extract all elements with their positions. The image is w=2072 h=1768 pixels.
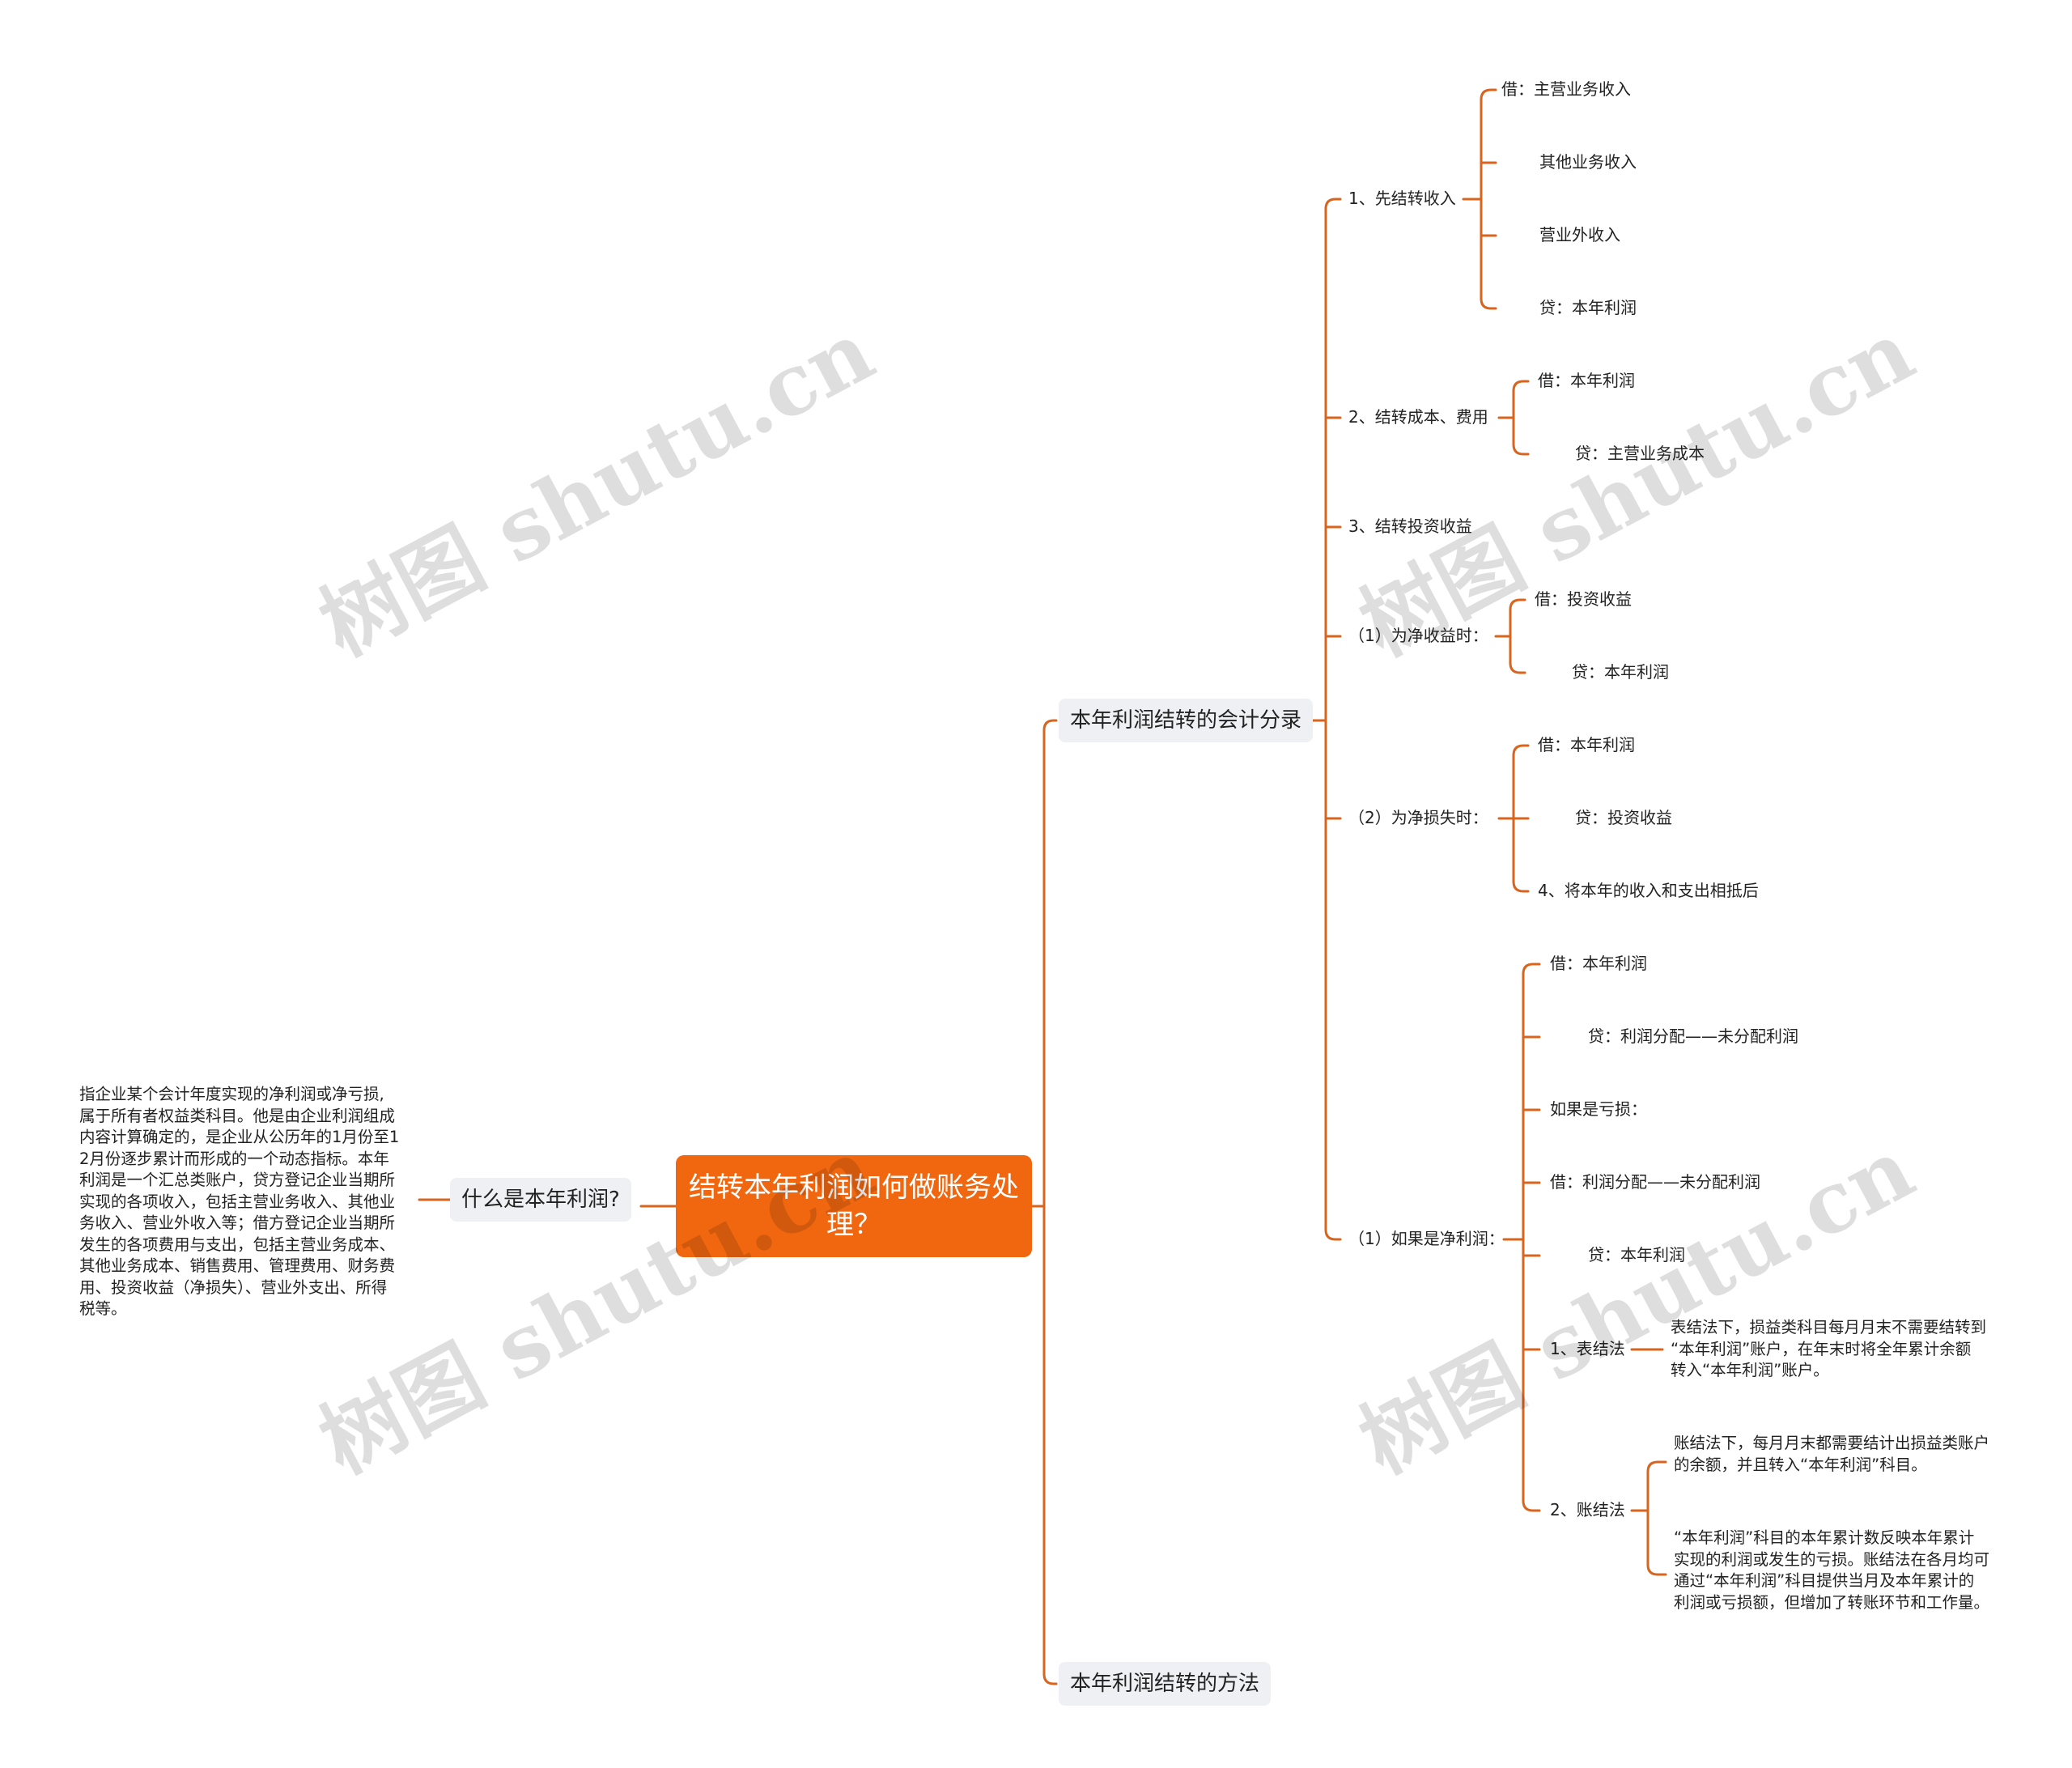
node-credit-profit[interactable]: 贷：本年利润 xyxy=(1539,298,1637,317)
node-transfer-investment[interactable]: 3、结转投资收益 xyxy=(1348,516,1472,536)
topic-transfer-methods[interactable]: 本年利润结转的方法 xyxy=(1059,1662,1272,1706)
node-credit-profit-3[interactable]: 贷：本年利润 xyxy=(1588,1245,1685,1264)
desc-line: 利润或亏损额，但增加了转账环节和工作量。 xyxy=(1674,1592,1990,1612)
node-credit-investment-income[interactable]: 贷：投资收益 xyxy=(1575,808,1672,827)
connector-line xyxy=(1324,1228,1342,1241)
node-credit-undistributed[interactable]: 贷：利润分配——未分配利润 xyxy=(1588,1026,1798,1046)
desc-line: 务收入、营业外收入等；借方登记企业当期所 xyxy=(79,1213,396,1232)
desc-line: 通过“本年利润”科目提供当月及本年累计的 xyxy=(1674,1571,1975,1590)
desc-line: “本年利润”科目的本年累计数反映本年累计 xyxy=(1674,1528,1975,1547)
node-debit-profit-3[interactable]: 借：本年利润 xyxy=(1550,954,1647,973)
node-account-method-description-1[interactable]: 账结法下，每月月末都需要结计出损益类账户 的余额，并且转入“本年利润”科目。 xyxy=(1674,1433,2014,1476)
desc-line: “本年利润”账户，在年末时将全年累计余额 xyxy=(1671,1339,1972,1358)
connector-line xyxy=(1324,198,1342,210)
node-if-loss[interactable]: 如果是亏损： xyxy=(1550,1099,1647,1119)
desc-line: 的余额，并且转入“本年利润”科目。 xyxy=(1674,1455,1927,1474)
topic-accounting-entries[interactable]: 本年利润结转的会计分录 xyxy=(1059,699,1314,742)
connector-line xyxy=(1042,719,1058,732)
desc-line: 内容计算确定的，是企业从公历年的1月份至1 xyxy=(79,1128,400,1146)
topic-what-is-profit-label: 什么是本年利润? xyxy=(461,1188,620,1212)
topic-what-is-profit[interactable]: 什么是本年利润? xyxy=(450,1178,631,1222)
connector-line xyxy=(1512,744,1530,757)
connector-line xyxy=(1512,880,1530,893)
desc-line: 转入“本年利润”账户。 xyxy=(1671,1361,1829,1379)
connector-line xyxy=(1646,1563,1667,1576)
node-table-method[interactable]: 1、表结法 xyxy=(1550,1339,1625,1358)
node-debit-profit-2[interactable]: 借：本年利润 xyxy=(1538,735,1635,754)
desc-line: 实现的各项收入，包括主营业务收入、其他业 xyxy=(79,1192,396,1211)
connector-line xyxy=(1522,1499,1541,1512)
topic-transfer-methods-label: 本年利润结转的方法 xyxy=(1070,1672,1260,1696)
desc-line: 表结法下，损益类科目每月月末不需要结转到 xyxy=(1671,1318,1987,1337)
connector-line xyxy=(1509,598,1526,611)
node-other-income[interactable]: 其他业务收入 xyxy=(1539,152,1637,172)
desc-line: 利润是一个汇总类账户，贷方登记企业当期所 xyxy=(79,1171,396,1189)
node-net-gain[interactable]: （1）为净收益时： xyxy=(1348,626,1488,645)
connector-line xyxy=(1509,661,1526,674)
node-net-loss[interactable]: （2）为净损失时： xyxy=(1348,808,1488,827)
connector-line xyxy=(1480,88,1497,101)
topic-what-is-profit-description[interactable]: 指企业某个会计年度实现的净利润或净亏损, 属于所有者权益类科目。他是由企业利润组… xyxy=(79,1084,419,1320)
connector-line xyxy=(1646,1460,1667,1473)
connector-line xyxy=(1512,443,1530,456)
node-net-profit[interactable]: （1）如果是净利润： xyxy=(1348,1229,1505,1248)
connector-line xyxy=(1512,380,1530,393)
node-transfer-income[interactable]: 1、先结转收入 xyxy=(1348,189,1456,208)
node-credit-main-cost[interactable]: 贷：主营业务成本 xyxy=(1575,444,1705,463)
node-debit-profit[interactable]: 借：本年利润 xyxy=(1538,371,1635,390)
root-topic[interactable]: 结转本年利润如何做账务处理？ xyxy=(676,1155,1032,1257)
desc-line: 账结法下，每月月末都需要结计出损益类账户 xyxy=(1674,1434,1990,1452)
node-non-operating-income[interactable]: 营业外收入 xyxy=(1539,225,1620,244)
node-debit-undistributed[interactable]: 借：利润分配——未分配利润 xyxy=(1550,1172,1760,1192)
node-account-method[interactable]: 2、账结法 xyxy=(1550,1500,1625,1519)
node-debit-investment-income[interactable]: 借：投资收益 xyxy=(1535,589,1632,609)
desc-line: 2月份逐步累计而形成的一个动态指标。本年 xyxy=(79,1149,389,1168)
connector-line xyxy=(1522,963,1541,975)
desc-line: 其他业务成本、销售费用、管理费用、财务费 xyxy=(79,1256,396,1275)
root-topic-label: 结转本年利润如何做账务处理？ xyxy=(689,1171,1019,1241)
desc-line: 实现的利润或发生的亏损。账结法在各月均可 xyxy=(1674,1549,1990,1569)
desc-line: 用、投资收益（净损失）、营业外支出、所得 xyxy=(79,1277,388,1297)
node-credit-profit-2[interactable]: 贷：本年利润 xyxy=(1572,662,1669,682)
desc-line: 发生的各项费用与支出，包括主营业务成本、 xyxy=(79,1235,396,1254)
connector-line xyxy=(1042,1672,1058,1685)
node-account-method-description-2[interactable]: “本年利润”科目的本年累计数反映本年累计 实现的利润或发生的亏损。账结法在各月均… xyxy=(1674,1528,2014,1613)
desc-line: 指企业某个会计年度实现的净利润或净亏损, xyxy=(79,1085,384,1103)
desc-line: 属于所有者权益类科目。他是由企业利润组成 xyxy=(79,1106,396,1125)
node-transfer-cost[interactable]: 2、结转成本、费用 xyxy=(1348,407,1488,427)
topic-accounting-entries-label: 本年利润结转的会计分录 xyxy=(1070,708,1302,733)
desc-line: 税等。 xyxy=(79,1299,127,1318)
node-debit-main-income[interactable]: 借：主营业务收入 xyxy=(1501,79,1631,99)
node-table-method-description[interactable]: 表结法下，损益类科目每月月末不需要结转到 “本年利润”账户，在年末时将全年累计余… xyxy=(1671,1317,2010,1382)
connector-line xyxy=(1480,297,1497,310)
node-offset-income-expense[interactable]: 4、将本年的收入和支出相抵后 xyxy=(1538,881,1759,900)
